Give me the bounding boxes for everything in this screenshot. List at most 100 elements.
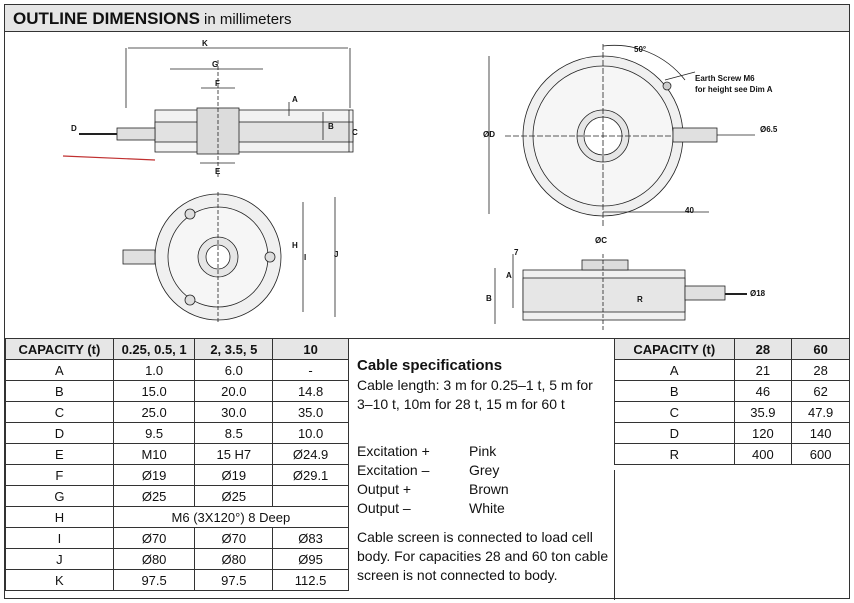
table-row: D 9.5 8.5 10.0 [5,422,349,444]
cell: Ø29.1 [272,464,349,486]
table-row: B 15.0 20.0 14.8 [5,380,349,402]
dim-label-c: C [352,128,358,137]
row-label: C [614,401,735,423]
cell: 8.5 [194,422,274,444]
cell-merged: M6 (3X120°) 8 Deep [112,506,350,528]
row-label: B [5,380,114,402]
dim-label-a2: A [506,271,512,280]
cell: 30.0 [194,401,274,423]
cell: 25.0 [112,401,196,423]
table-header-row: CAPACITY (t) 0.25, 0.5, 1 2, 3.5, 5 10 [5,338,349,360]
table-row: D 120 140 [614,422,850,444]
table-row: H M6 (3X120°) 8 Deep [5,506,350,528]
header-col-1: 0.25, 0.5, 1 [112,338,196,360]
dim-label-h: H [292,241,298,250]
cell: 140 [791,422,850,444]
table-row: A 1.0 6.0 - [5,359,349,381]
dim-label-d: D [71,124,77,133]
wire-row: Output – White [357,499,509,518]
dim-label-40: 40 [685,206,694,215]
wire-color: Brown [469,481,509,497]
dim-label-o65: Ø6.5 [760,125,778,134]
cell: 21 [733,359,793,381]
table-row: E M10 15 H7 Ø24.9 [5,443,349,465]
table-row: B 46 62 [614,380,850,402]
capacity-table-large: CAPACITY (t) 28 60 A 21 28 B 46 62 C 35.… [614,338,850,465]
wire-color-list: Excitation + Pink Excitation – Grey Outp… [357,442,509,518]
dim-label-f: F [215,79,220,88]
header-capacity: CAPACITY (t) [5,338,114,360]
row-label: F [5,464,114,486]
cell: Ø83 [272,527,349,549]
dim-label-k: K [202,39,208,48]
cell: Ø80 [112,548,196,570]
technical-drawing: K G F A B C D E H I J 50° Earth Screw M6… [5,32,849,341]
row-label: H [5,506,114,528]
dim-label-i: I [304,253,306,262]
wire-color: Grey [469,462,500,478]
cell: 15 H7 [194,443,274,465]
dim-label-od: ØD [483,130,495,139]
row-label: E [5,443,114,465]
cell: 97.5 [112,569,196,591]
cell: Ø25 [194,485,274,507]
dim-label-g: G [212,60,218,69]
cell: 35.9 [733,401,793,423]
top-view-drawing [488,44,755,228]
empty-panel [614,470,850,600]
header-col-2: 60 [791,338,850,360]
cell: Ø19 [194,464,274,486]
dim-label-j: J [334,250,338,259]
cell: Ø80 [194,548,274,570]
wire-color: White [469,500,505,516]
row-label: A [5,359,114,381]
wire-row: Excitation + Pink [357,442,509,461]
cell: 112.5 [272,569,349,591]
row-label: C [5,401,114,423]
earth-screw-note: for height see Dim A [695,85,773,94]
row-label: R [614,443,735,465]
cell: 120 [733,422,793,444]
cell: 62 [791,380,850,402]
dim-label-angle: 50° [634,45,646,54]
header-capacity: CAPACITY (t) [614,338,735,360]
title-rest: in millimeters [204,11,292,28]
cell: 97.5 [194,569,274,591]
row-label: B [614,380,735,402]
cable-screen-note: Cable screen is connected to load cell b… [357,529,609,583]
cell: Ø70 [194,527,274,549]
cell: 14.8 [272,380,349,402]
side-view-drawing [62,47,354,177]
cell: Ø70 [112,527,196,549]
table-row: C 25.0 30.0 35.0 [5,401,349,423]
dim-label-r: R [637,295,643,304]
table-row: J Ø80 Ø80 Ø95 [5,548,349,570]
row-label: G [5,485,114,507]
dim-label-7: 7 [514,248,519,257]
cell: 35.0 [272,401,349,423]
row-label: K [5,569,114,591]
cell [272,485,349,507]
dim-label-e: E [215,167,221,176]
cell: Ø24.9 [272,443,349,465]
drawing-svg: K G F A B C D E H I J 50° Earth Screw M6… [62,39,778,330]
table-row: I Ø70 Ø70 Ø83 [5,527,349,549]
capacity-table-small: CAPACITY (t) 0.25, 0.5, 1 2, 3.5, 5 10 A… [5,338,350,591]
table-row: F Ø19 Ø19 Ø29.1 [5,464,349,486]
cell: 47.9 [791,401,850,423]
cell: - [272,359,349,381]
table-row: A 21 28 [614,359,850,381]
wire-signal: Excitation – [357,462,430,478]
cell: 46 [733,380,793,402]
dim-label-a: A [292,95,298,104]
cell: Ø95 [272,548,349,570]
cable-heading: Cable specifications [357,357,503,374]
table-row: R 400 600 [614,443,850,465]
cell: 10.0 [272,422,349,444]
row-label: A [614,359,735,381]
wire-signal: Output – [357,500,411,516]
table-row: C 35.9 47.9 [614,401,850,423]
row-label: D [5,422,114,444]
